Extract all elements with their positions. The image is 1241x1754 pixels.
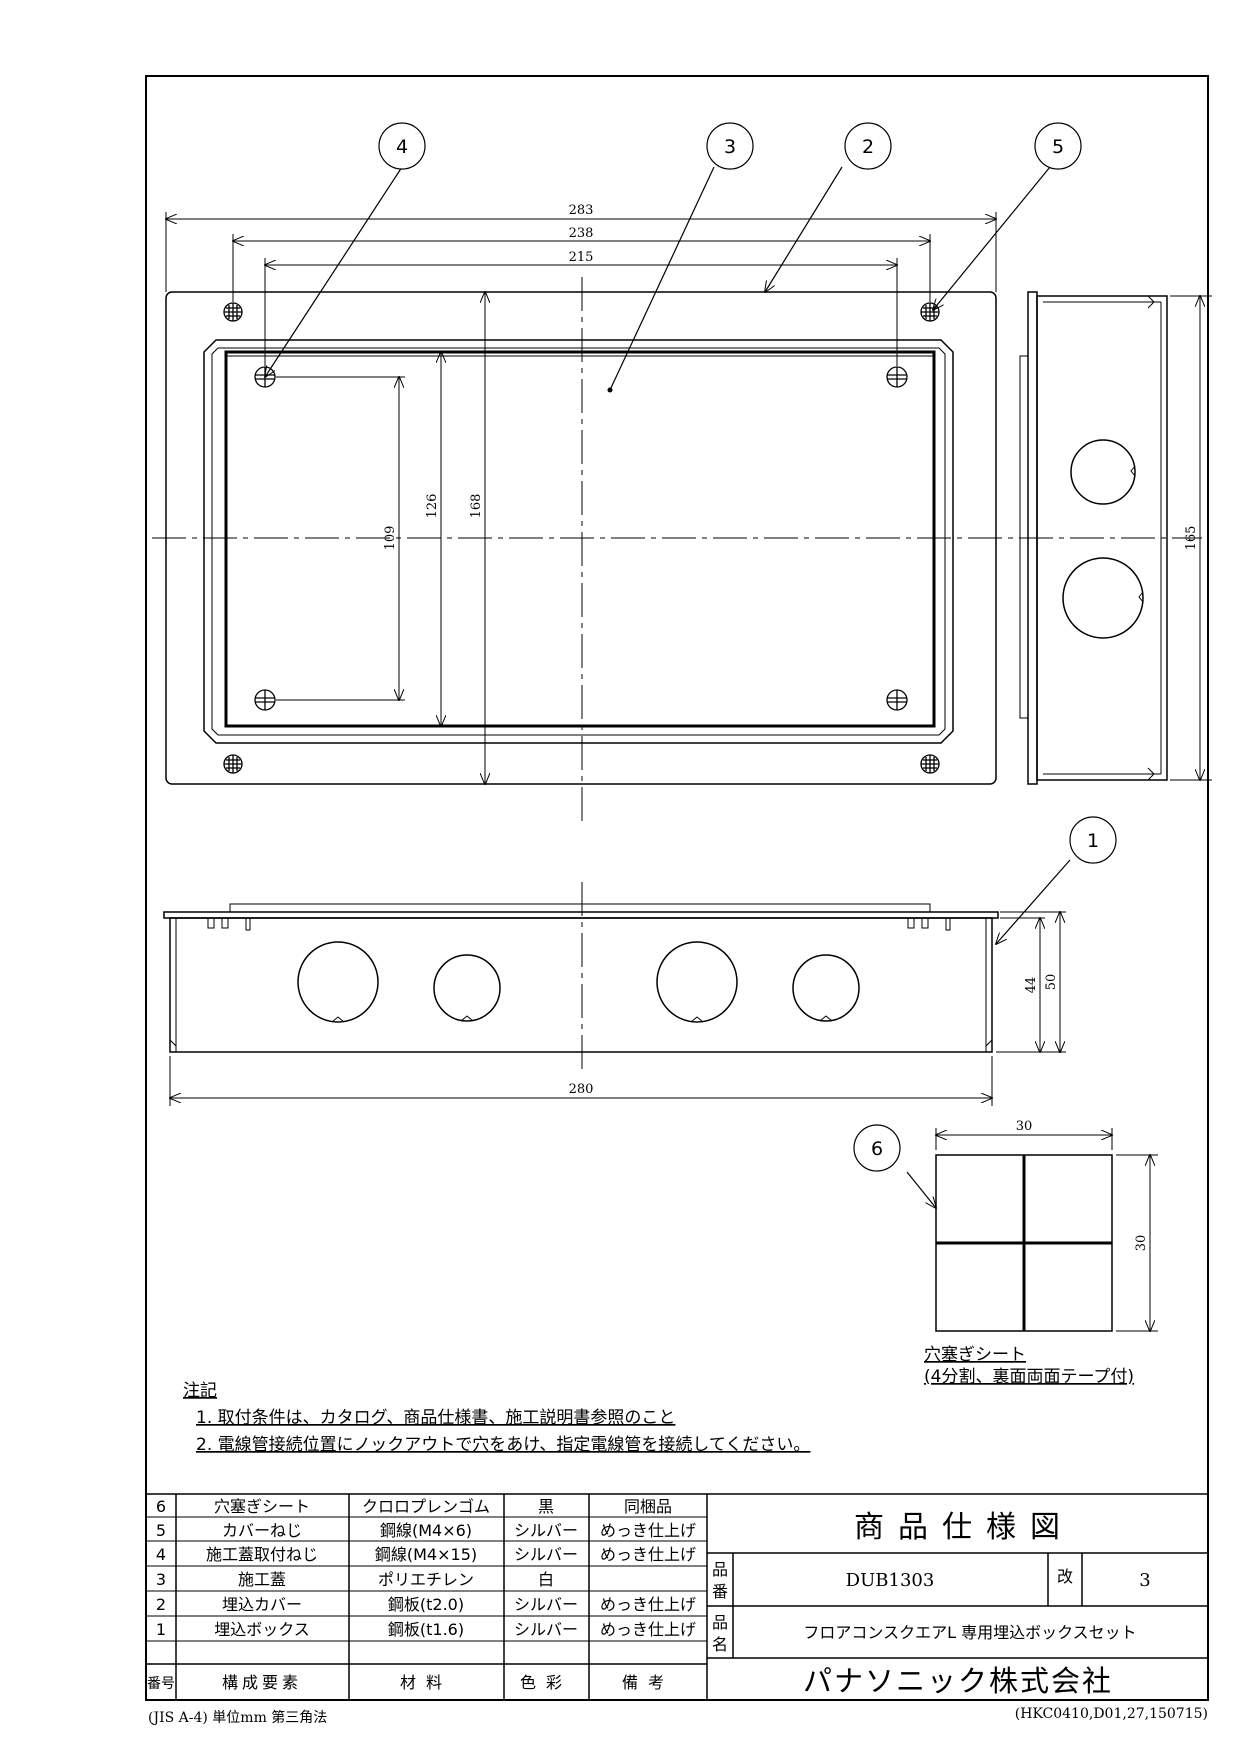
dim-30-height: 30 [1134,1235,1149,1252]
part-row-3-no: 3 [156,1570,166,1589]
part-row-5-color: シルバー [514,1521,578,1540]
dim-280: 280 [569,1082,594,1097]
part-row-6-remark: 同梱品 [624,1497,672,1516]
part-row-6-material: クロロプレンゴム [362,1497,490,1516]
footer-scale-note: (JIS A-4) 単位mm 第三角法 [148,1709,327,1726]
dim-238: 238 [569,226,594,241]
plug-sheet-label: 穴塞ぎシート [924,1345,1026,1365]
dim-165: 165 [1184,526,1199,551]
note-2: 2. 電線管接続位置にノックアウトで穴をあけ、指定電線管を接続してください。 [196,1435,810,1455]
part-row-3-material: ポリエチレン [378,1570,474,1589]
part-row-1-color: シルバー [514,1620,578,1639]
plug-sheet-view [936,1128,1158,1331]
part-row-4-material: 鋼線(M4×15) [375,1545,477,1564]
dim-215: 215 [569,250,594,265]
dim-168: 168 [469,494,484,519]
dim-126: 126 [425,494,440,519]
header-name: 構成要素 [222,1673,302,1692]
header-material: 材料 [400,1673,452,1692]
name-label-1: 品 [712,1613,728,1632]
rev-number: 3 [1139,1570,1150,1591]
front-view [163,882,1066,1106]
sheet-border [145,75,1209,1701]
part-row-4-no: 4 [156,1545,166,1564]
part-row-3-color: 白 [538,1570,554,1589]
part-row-2-no: 2 [156,1595,166,1614]
part-row-5-no: 5 [156,1521,166,1540]
dim-283: 283 [569,203,594,218]
part-row-5-material: 鋼線(M4×6) [380,1521,472,1540]
header-color: 色彩 [520,1673,572,1692]
part-row-3-name: 施工蓋 [238,1570,286,1589]
dim-50: 50 [1044,974,1059,991]
dim-44: 44 [1024,977,1039,994]
part-no-label-1: 品 [712,1560,728,1579]
part-row-1-no: 1 [156,1620,166,1639]
balloon-1: 1 [1087,830,1099,852]
side-view [1019,291,1212,785]
dim-109: 109 [383,526,398,551]
dim-30-width: 30 [1016,1119,1033,1134]
part-row-1-remark: めっき仕上げ [600,1620,696,1639]
name-label-2: 名 [712,1635,728,1654]
part-row-5-remark: めっき仕上げ [600,1521,696,1540]
note-1: 1. 取付条件は、カタログ、商品仕様書、施工説明書参照のこと [196,1408,675,1428]
part-row-4-color: シルバー [514,1545,578,1564]
lid-screws [254,366,908,711]
title-block-grid [146,1493,1208,1700]
balloon-4: 4 [396,136,408,158]
part-row-2-material: 鋼板(t2.0) [388,1595,464,1614]
balloon-6: 6 [871,1138,883,1160]
part-row-2-name: 埋込カバー [222,1595,302,1614]
product-name: フロアコンスクエアL 専用埋込ボックスセット [803,1623,1136,1642]
part-row-6-name: 穴塞ぎシート [214,1497,310,1516]
part-row-1-name: 埋込ボックス [214,1620,310,1639]
balloon-3: 3 [724,136,736,158]
part-row-2-color: シルバー [514,1595,578,1614]
part-number: DUB1303 [846,1570,935,1591]
part-row-5-name: カバーねじ [222,1521,302,1540]
header-remark: 備考 [622,1673,674,1692]
rev-label: 改 [1057,1567,1073,1586]
top-view [152,277,1202,822]
part-row-4-name: 施工蓋取付ねじ [206,1545,318,1564]
part-no-label-2: 番 [712,1582,728,1601]
balloon-5: 5 [1052,136,1064,158]
notes-heading: 注記 [183,1381,217,1401]
company-name: パナソニック株式会社 [803,1664,1113,1698]
part-row-6-no: 6 [156,1497,166,1516]
footer-doc-code: (HKC0410,D01,27,150715) [1015,1706,1208,1722]
part-row-1-material: 鋼板(t1.6) [388,1620,464,1639]
balloon-2: 2 [862,136,874,158]
balloons [265,122,1117,1208]
top-dimensions [166,212,996,784]
plug-sheet-note: (4分割、裏面両面テープ付) [924,1366,1134,1387]
drawing-title: 商品仕様図 [854,1510,1074,1545]
header-no: 番号 [147,1676,175,1692]
part-row-6-color: 黒 [538,1497,554,1516]
part-row-2-remark: めっき仕上げ [600,1595,696,1614]
cover-screws [223,302,940,774]
part-row-4-remark: めっき仕上げ [600,1545,696,1564]
